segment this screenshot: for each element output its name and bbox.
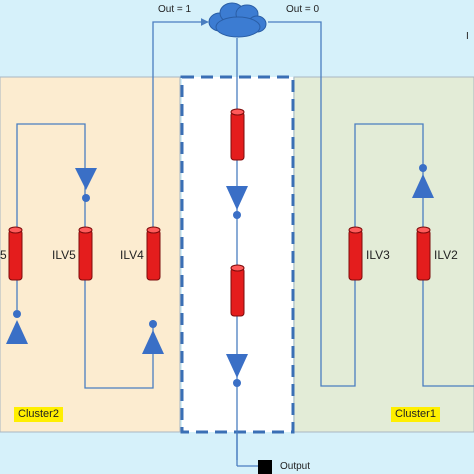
output-terminal bbox=[258, 460, 272, 474]
out-right-label: Out = 0 bbox=[286, 4, 320, 15]
cluster2-label: Cluster2 bbox=[14, 407, 63, 422]
ilv5-label: ILV5 bbox=[52, 248, 76, 262]
ilv4 bbox=[146, 226, 161, 281]
out-left-label: Out = 1 bbox=[158, 4, 192, 15]
cloud-icon bbox=[208, 2, 267, 38]
diode-up-ilv2 bbox=[412, 164, 434, 198]
wire-cluster1-loop bbox=[354, 123, 474, 387]
wire-left-to-cloud bbox=[152, 18, 209, 228]
partial-right-label: I bbox=[466, 31, 469, 42]
ilv3 bbox=[348, 226, 363, 281]
wire-cloud-to-right bbox=[268, 21, 356, 387]
ilv4-label: ILV4 bbox=[120, 248, 144, 262]
ilv2 bbox=[416, 226, 431, 281]
ilv5 bbox=[78, 226, 93, 281]
diode-down-ilv5 bbox=[75, 168, 97, 202]
ilv2-label: ILV2 bbox=[434, 248, 458, 262]
diode-up-ilv4 bbox=[142, 320, 164, 354]
diode-down-middle-top bbox=[226, 186, 248, 219]
ilv-middle-bottom bbox=[230, 264, 245, 317]
ilv3-label: ILV3 bbox=[366, 248, 390, 262]
ilv-middle-top bbox=[230, 108, 245, 161]
ilv-far-left bbox=[8, 226, 23, 281]
cluster1-label: Cluster1 bbox=[391, 407, 440, 422]
output-label: Output bbox=[280, 461, 311, 472]
cluster1-panel bbox=[293, 76, 474, 433]
ilv-far-left-label: 5 bbox=[0, 248, 7, 262]
diode-up-far-left bbox=[6, 310, 28, 344]
diode-down-middle-bottom bbox=[226, 354, 248, 387]
